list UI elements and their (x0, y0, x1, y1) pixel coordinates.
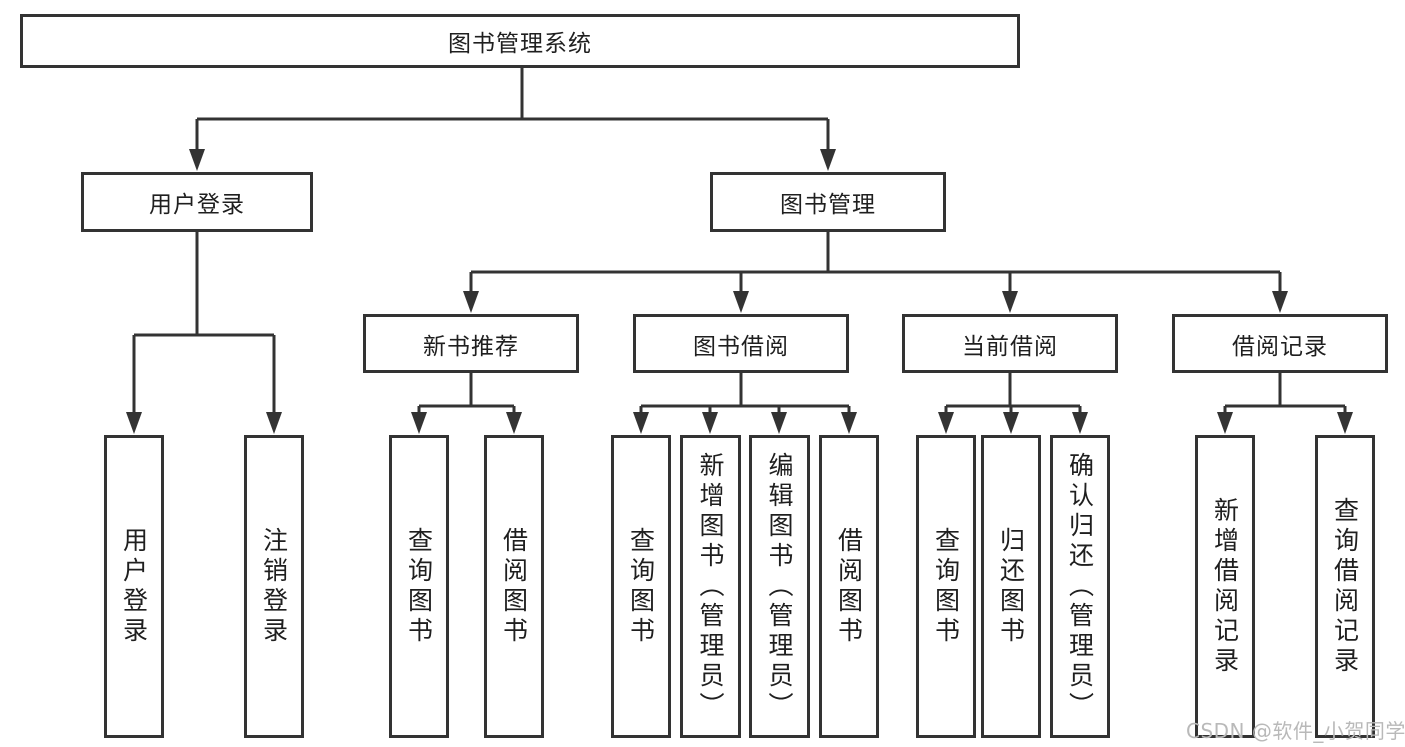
leaf-borrow-query-books: 查询图书 (611, 435, 671, 738)
leaf-newbook-query-books: 查询图书 (389, 435, 449, 738)
leaf-logout: 注销登录 (244, 435, 304, 738)
leaf-borrow-add-books-admin: 新增图书（管理员） (680, 435, 741, 738)
leaf-newbook-borrow-books: 借阅图书 (484, 435, 544, 738)
node-root-system: 图书管理系统 (20, 14, 1020, 68)
arrowheads (126, 149, 1353, 434)
node-borrowing-records: 借阅记录 (1172, 314, 1388, 373)
node-book-borrowing: 图书借阅 (633, 314, 849, 373)
node-current-borrowing: 当前借阅 (902, 314, 1118, 373)
leaf-user-login: 用户登录 (104, 435, 164, 738)
leaf-current-confirm-return-admin: 确认归还（管理员） (1050, 435, 1110, 738)
csdn-watermark: CSDN @软件_小贺同学 (1186, 719, 1405, 743)
leaf-borrow-borrow-books: 借阅图书 (819, 435, 879, 738)
node-new-book-recommend: 新书推荐 (363, 314, 579, 373)
leaf-current-query-books: 查询图书 (916, 435, 976, 738)
leaf-borrow-edit-books-admin: 编辑图书（管理员） (749, 435, 810, 738)
leaf-record-add-borrow-record: 新增借阅记录 (1195, 435, 1255, 738)
leaf-record-query-borrow-record: 查询借阅记录 (1315, 435, 1375, 738)
leaf-current-return-books: 归还图书 (981, 435, 1041, 738)
node-user-login-branch: 用户登录 (81, 172, 313, 232)
node-book-management-branch: 图书管理 (710, 172, 946, 232)
